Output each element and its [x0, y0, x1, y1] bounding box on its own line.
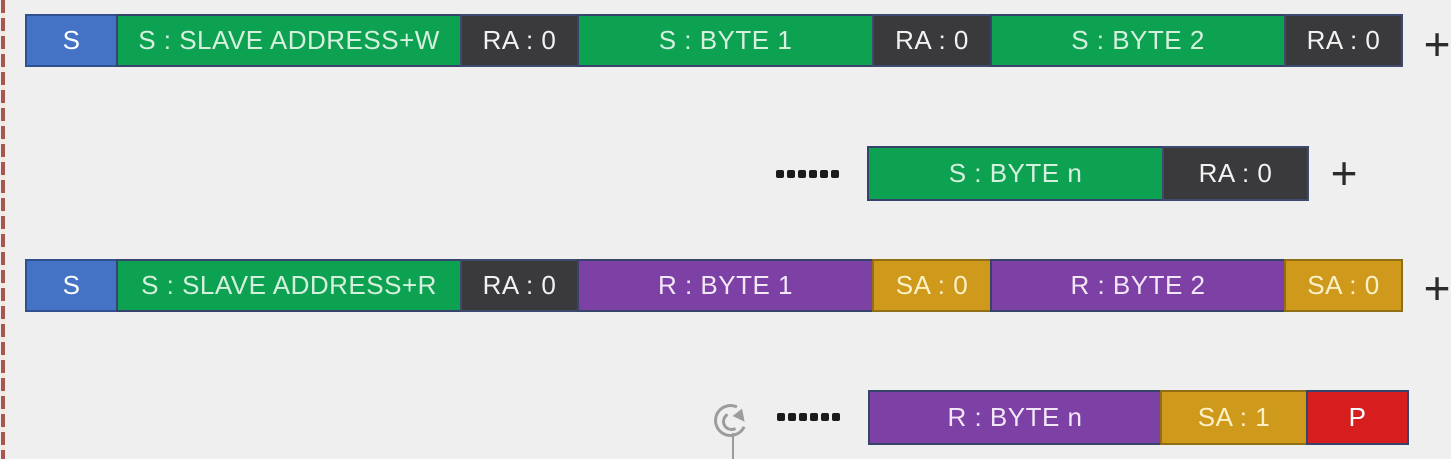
segment-stop: P: [1306, 390, 1409, 445]
ellipsis-dot: [810, 413, 818, 421]
ellipsis-dots: [776, 170, 839, 178]
segment-ack: RA : 0: [460, 259, 579, 312]
ellipsis-dot: [799, 413, 807, 421]
segment-write: S : SLAVE ADDRESS+W: [116, 14, 462, 67]
plus-sign: +: [1423, 262, 1451, 314]
ellipsis-dot: [809, 170, 817, 178]
segment-sack: SA : 1: [1160, 390, 1308, 445]
ellipsis-dot: [776, 170, 784, 178]
segment-ack: RA : 0: [1284, 14, 1403, 67]
ellipsis-dots: [777, 413, 840, 421]
segment-sack: SA : 0: [872, 259, 992, 312]
segment-write: S : BYTE 1: [577, 14, 874, 67]
segment-sack: SA : 0: [1284, 259, 1403, 312]
segment-ack: RA : 0: [872, 14, 992, 67]
segment-read: R : BYTE n: [868, 390, 1162, 445]
segment-start: S: [25, 14, 118, 67]
ellipsis-dot: [798, 170, 806, 178]
ellipsis-dot: [821, 413, 829, 421]
ellipsis-dot: [831, 170, 839, 178]
segment-read: R : BYTE 1: [577, 259, 874, 312]
segment-write: S : BYTE 2: [990, 14, 1286, 67]
left-dashed-guide-line: [1, 0, 5, 459]
ellipsis-dot: [787, 170, 795, 178]
segment-start: S: [25, 259, 118, 312]
ellipsis-dot: [832, 413, 840, 421]
segment-ack: RA : 0: [460, 14, 579, 67]
ellipsis-dot: [788, 413, 796, 421]
ellipsis-dot: [820, 170, 828, 178]
plus-sign: +: [1330, 147, 1358, 199]
rotate-cursor-icon: [709, 399, 756, 459]
segment-write: S : SLAVE ADDRESS+R: [116, 259, 462, 312]
segment-read: R : BYTE 2: [990, 259, 1286, 312]
plus-sign: +: [1423, 18, 1451, 70]
segment-write: S : BYTE n: [867, 146, 1164, 201]
ellipsis-dot: [777, 413, 785, 421]
rotate-cursor-stem: [732, 433, 734, 459]
segment-ack: RA : 0: [1162, 146, 1309, 201]
